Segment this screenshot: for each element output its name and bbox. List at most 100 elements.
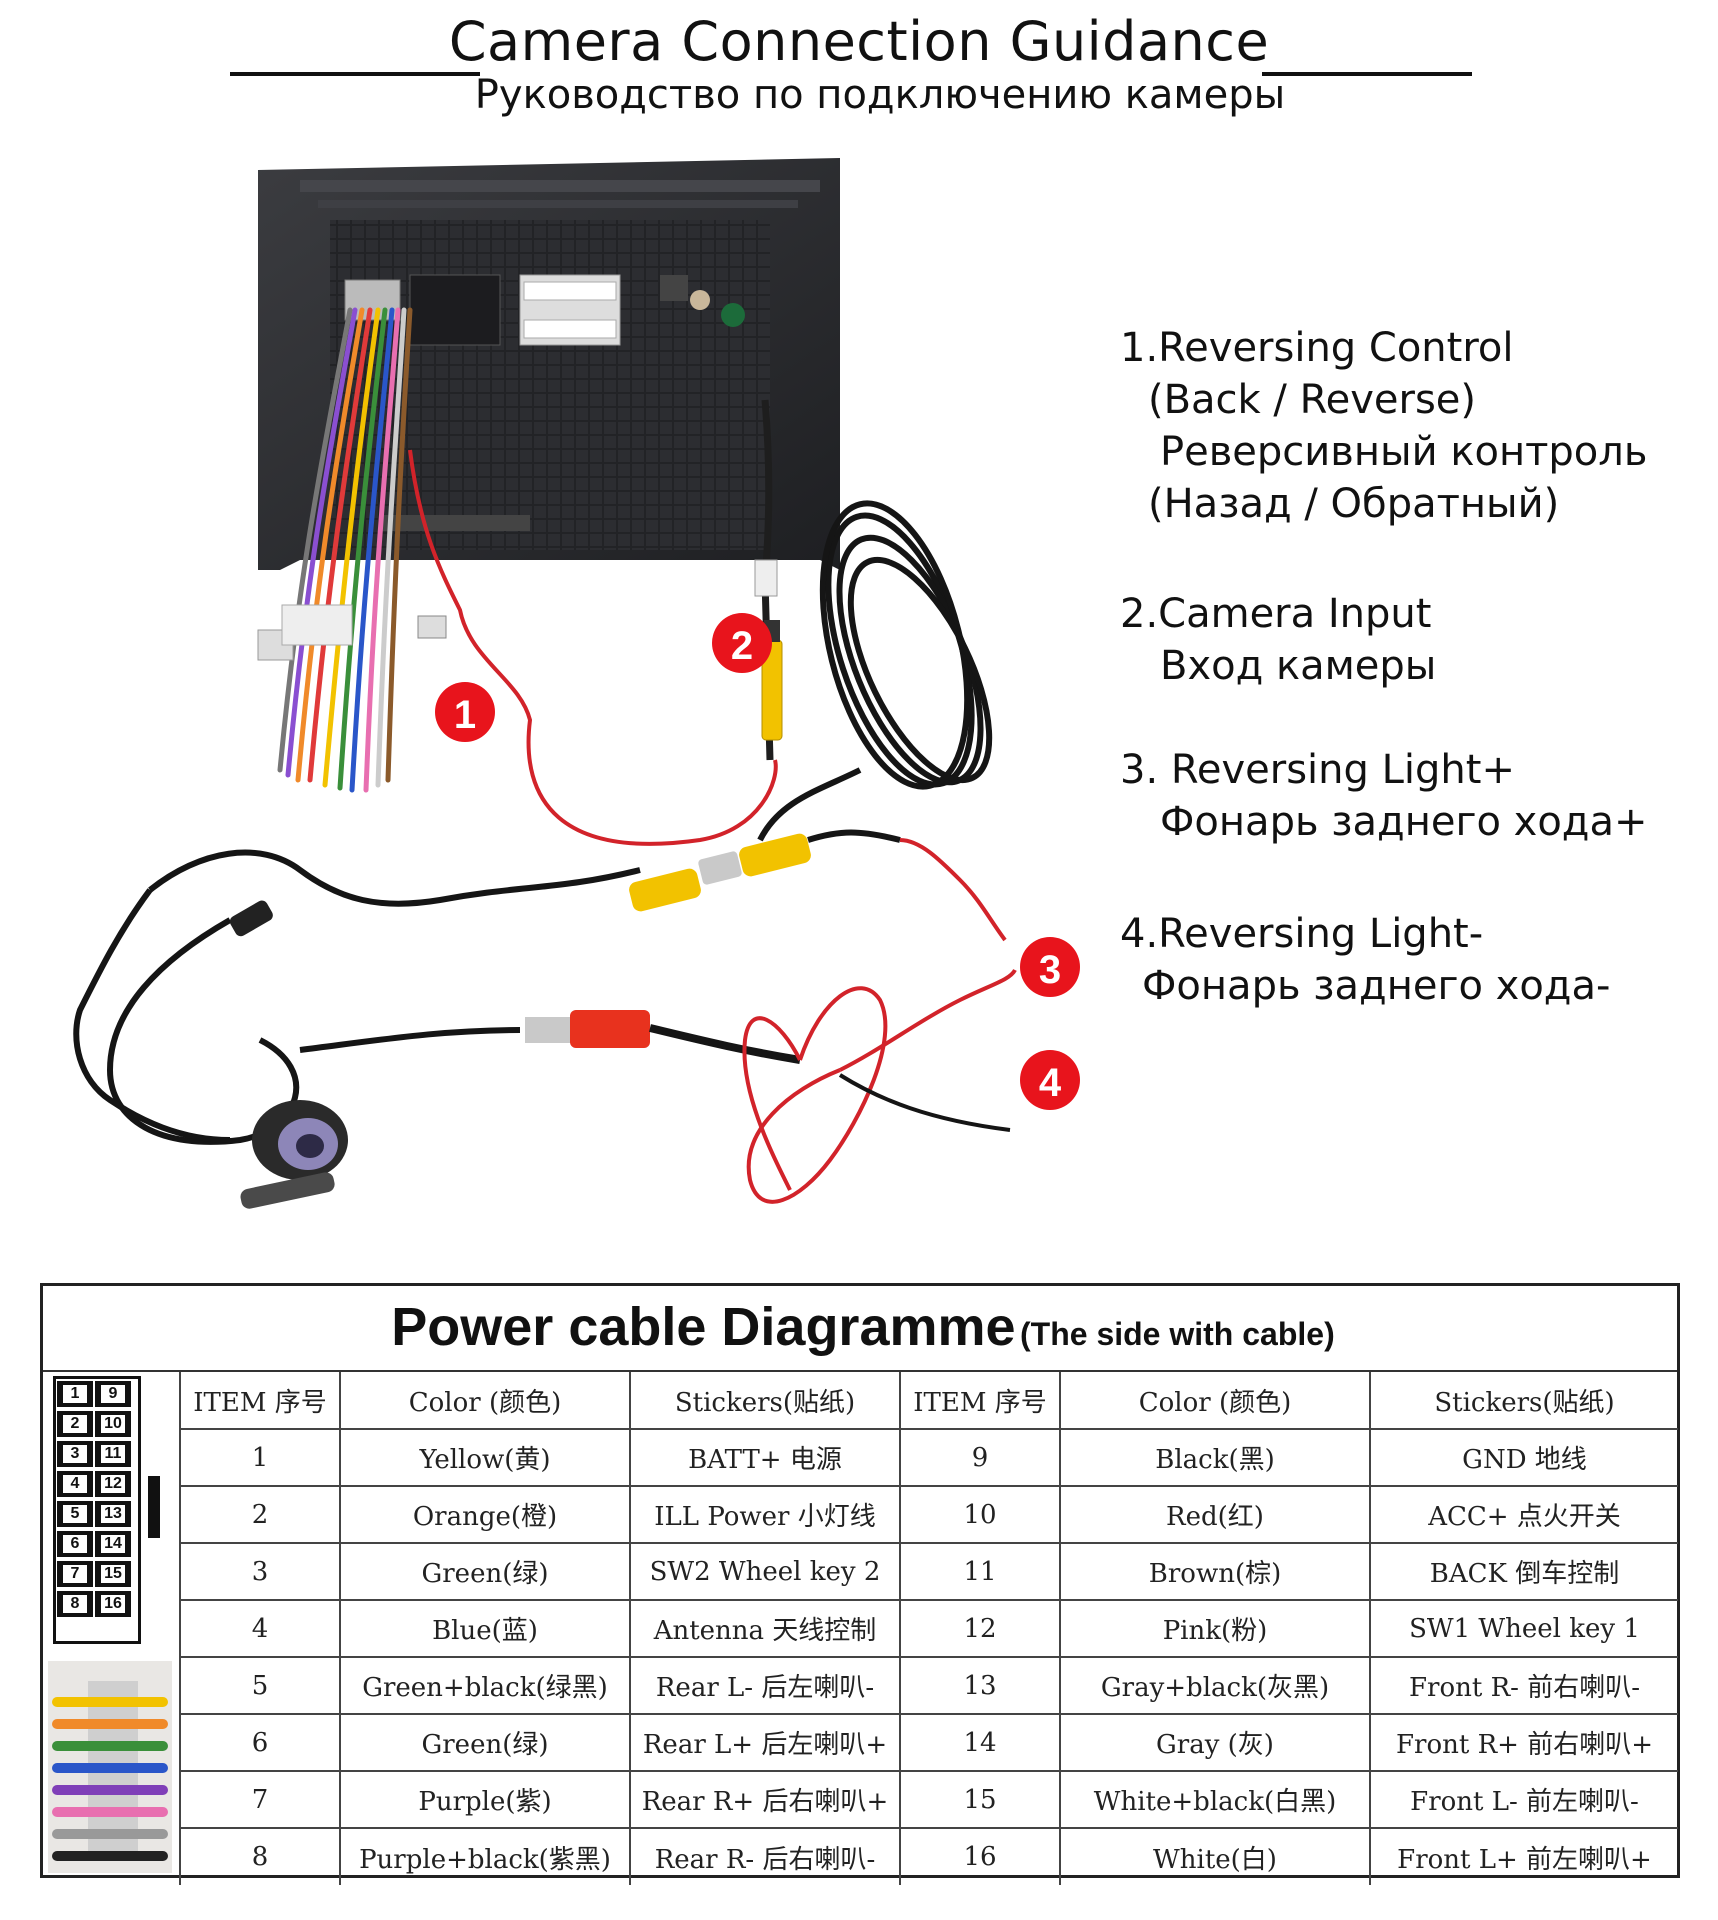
legend-3-line-2: Фонарь заднего хода+ (1160, 799, 1648, 845)
harness-sticker (281, 604, 353, 646)
legend-2-line-2: Вход камеры (1160, 643, 1437, 689)
table-cell: Front R- 前右喇叭- (1369, 1656, 1678, 1715)
table-cell: Black(黑) (1059, 1428, 1371, 1487)
table-cell: Rear R+ 后右喇叭+ (629, 1770, 901, 1829)
table-cell: Gray+black(灰黑) (1059, 1656, 1371, 1715)
connector-pin: 13 (95, 1501, 131, 1527)
connector-pin: 4 (57, 1471, 93, 1497)
connector-pin-row: 2 10 (57, 1411, 167, 1437)
page-subtitle: Руководство по подключению камеры (474, 72, 1286, 118)
table-cell: 10 (899, 1485, 1061, 1544)
table-cell: Purple(紫) (339, 1770, 631, 1829)
connector-pin-row: 8 16 (57, 1591, 167, 1617)
legend-1-line-2: (Back / Reverse) (1148, 377, 1477, 423)
legend-2-line-1: 2.Camera Input (1120, 591, 1432, 637)
table-cell: GND 地线 (1369, 1428, 1678, 1487)
table-cell: BATT+ 电源 (629, 1428, 901, 1487)
connector-pin: 1 (57, 1381, 93, 1407)
table-cell: SW2 Wheel key 2 (629, 1542, 901, 1601)
connector-pin-row: 4 12 (57, 1471, 167, 1497)
connector-pin: 8 (57, 1591, 93, 1617)
power-table-title-note: (The side with cable) (1020, 1316, 1335, 1352)
table-cell: SW1 Wheel key 1 (1369, 1599, 1678, 1658)
legend-item-4: 4.Reversing Light- Фонарь заднего хода- (1120, 908, 1610, 1012)
legend-item-3: 3. Reversing Light+ Фонарь заднего хода+ (1120, 744, 1647, 848)
camera-input-sticker (754, 559, 778, 597)
table-cell: 5 (179, 1656, 341, 1715)
table-cell: Green+black(绿黑) (339, 1656, 631, 1715)
camera-video-cable-lower (73, 888, 231, 1143)
legend-item-2: 2.Camera Input Вход камеры (1120, 588, 1436, 692)
legend-4-line-2: Фонарь заднего хода- (1142, 963, 1611, 1009)
connector-pin: 15 (95, 1561, 131, 1587)
legend-1-line-4: (Назад / Обратный) (1148, 481, 1560, 527)
connector-pin-number: 15 (101, 1565, 125, 1583)
table-cell: 12 (899, 1599, 1061, 1658)
coiled-extension-cable (757, 500, 993, 842)
marker-1: 1 (435, 682, 495, 742)
reverse-control-wire (408, 449, 778, 846)
table-cell: BACK 倒车控制 (1369, 1542, 1678, 1601)
connector-pin-row: 3 11 (57, 1441, 167, 1467)
camera-wiring-illustration: 1 2 3 4 (73, 158, 1080, 1209)
power-table-title-main: Power cable Diagramme (391, 1297, 1016, 1357)
connector-pin-number: 11 (101, 1445, 125, 1463)
legend-3-line-1: 3. Reversing Light+ (1120, 747, 1515, 793)
table-cell: 7 (179, 1770, 341, 1829)
rca-video-joint (629, 829, 901, 912)
table-cell: Antenna 天线控制 (629, 1599, 901, 1658)
table-header-cell: Color (颜色) (339, 1372, 631, 1430)
connector-pin-number: 2 (63, 1415, 87, 1433)
table-cell: Front L- 前左喇叭- (1369, 1770, 1678, 1829)
table-header-cell: Stickers(贴纸) (1369, 1372, 1678, 1430)
harness-wires-photo (48, 1661, 172, 1873)
table-header-cell: Color (颜色) (1059, 1372, 1371, 1430)
table-cell: 16 (899, 1827, 1061, 1885)
connector-pin: 10 (95, 1411, 131, 1437)
legend-item-1: 1.Reversing Control (Back / Reverse) Рев… (1120, 322, 1647, 530)
legend-1-line-1: 1.Reversing Control (1120, 325, 1514, 371)
table-cell: 11 (899, 1542, 1061, 1601)
table-cell: 15 (899, 1770, 1061, 1829)
table-cell: 3 (179, 1542, 341, 1601)
connector-pin-number: 4 (63, 1475, 87, 1493)
table-cell: Brown(棕) (1059, 1542, 1371, 1601)
marker-4: 4 (1020, 1050, 1080, 1110)
connector-pin: 2 (57, 1411, 93, 1437)
header-rule-left (230, 72, 480, 76)
connector-pin-number: 3 (63, 1445, 87, 1463)
table-cell: 6 (179, 1713, 341, 1772)
connector-pin-number: 9 (101, 1385, 125, 1403)
title-divider (43, 1370, 1677, 1372)
marker-3-label: 3 (1039, 948, 1061, 992)
table-cell: Green(绿) (339, 1542, 631, 1601)
connector-outline (53, 1376, 141, 1644)
table-cell: Blue(蓝) (339, 1599, 631, 1658)
rca-power-plug (299, 1010, 801, 1064)
connector-pin-number: 12 (101, 1475, 125, 1493)
table-cell: 13 (899, 1656, 1061, 1715)
connector-pin-number: 16 (101, 1595, 125, 1613)
table-cell: 1 (179, 1428, 341, 1487)
table-header-cell: ITEM 序号 (899, 1372, 1061, 1430)
header-rule-right (1262, 72, 1472, 76)
table-cell: Green(绿) (339, 1713, 631, 1772)
table-cell: Pink(粉) (1059, 1599, 1371, 1658)
table-cell: Front L+ 前左喇叭+ (1369, 1827, 1678, 1885)
legend-4-line-1: 4.Reversing Light- (1120, 911, 1484, 957)
marker-2: 2 (712, 613, 772, 673)
table-cell: ILL Power 小灯线 (629, 1485, 901, 1544)
connector-pin-number: 10 (101, 1415, 125, 1433)
connector-pin: 16 (95, 1591, 131, 1617)
